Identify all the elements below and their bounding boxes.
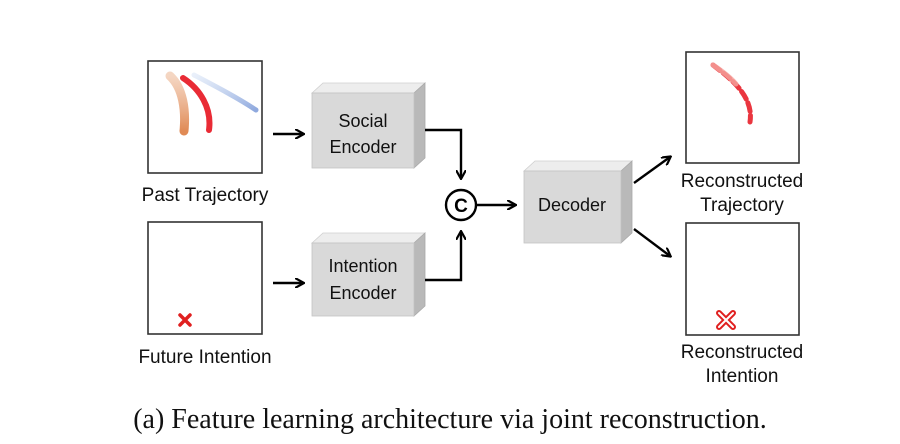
- arrow-social-to-concat: [425, 128, 461, 178]
- past-trajectory-red-path: [180, 75, 213, 133]
- reconstructed-trajectory-label-line2: Trajectory: [700, 195, 784, 216]
- concatenation-symbol: C: [454, 196, 468, 217]
- intention-encoder-label-line1: Intention: [328, 256, 397, 276]
- concatenation-node: C: [444, 188, 478, 222]
- figure-caption: (a) Feature learning architecture via jo…: [133, 404, 767, 435]
- past-trajectory-panel: [147, 60, 263, 174]
- decoder-label: Decoder: [538, 195, 606, 215]
- social-encoder-block: Social Encoder: [310, 82, 427, 169]
- intention-x-marker: [178, 313, 192, 327]
- arrow-decoder-to-intention: [633, 228, 670, 256]
- past-trajectory-blue-path: [191, 72, 259, 113]
- future-intention-label: Future Intention: [138, 347, 271, 368]
- intention-encoder-label-line2: Encoder: [329, 283, 396, 303]
- reconstructed-intention-panel: [685, 222, 800, 336]
- reconstructed-intention-marker: [716, 310, 736, 330]
- social-encoder-label-line2: Encoder: [329, 137, 396, 157]
- reconstructed-intention-label-line1: Reconstructed: [681, 342, 804, 363]
- reconstructed-trajectory-label-line1: Reconstructed: [681, 171, 804, 192]
- intention-encoder-block: Intention Encoder: [310, 232, 427, 317]
- decoder-block: Decoder: [522, 160, 634, 244]
- reconstructed-trajectory-panel: [685, 51, 800, 164]
- reconstructed-intention-label-line2: Intention: [706, 366, 779, 387]
- future-intention-panel: [147, 221, 263, 335]
- arrow-intention-to-concat: [425, 232, 461, 282]
- past-trajectory-label: Past Trajectory: [142, 185, 269, 206]
- arrow-decoder-to-trajectory: [633, 157, 670, 184]
- past-trajectory-orange-path: [165, 71, 190, 136]
- social-encoder-label-line1: Social: [338, 111, 387, 131]
